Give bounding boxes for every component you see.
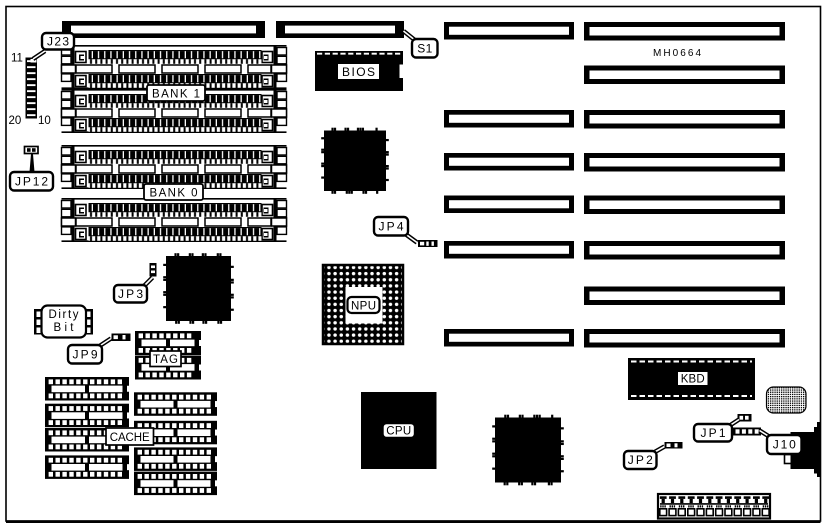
svg-text:11: 11 [11,53,23,65]
svg-text:BANK 1: BANK 1 [152,88,200,100]
svg-text:JP1: JP1 [701,426,726,440]
svg-text:CACHE: CACHE [110,432,150,444]
svg-text:10: 10 [38,115,51,127]
svg-text:BANK 0: BANK 0 [150,187,198,199]
svg-text:Bit: Bit [54,322,75,334]
svg-text:JP4: JP4 [379,219,404,233]
svg-text:JP2: JP2 [628,453,653,467]
svg-text:CPU: CPU [386,426,411,438]
svg-text:JP3: JP3 [118,287,143,301]
svg-text:S1: S1 [417,41,432,55]
svg-text:Dirty: Dirty [49,309,79,321]
svg-text:20: 20 [9,115,22,127]
svg-text:J23: J23 [47,34,69,48]
svg-text:J10: J10 [773,438,796,452]
svg-text:KBD: KBD [681,374,705,386]
svg-text:JP9: JP9 [73,347,98,361]
svg-text:NPU: NPU [351,301,376,313]
svg-text:BIOS: BIOS [342,65,375,79]
svg-text:TAG: TAG [153,354,178,366]
svg-text:MH0664: MH0664 [653,48,701,59]
